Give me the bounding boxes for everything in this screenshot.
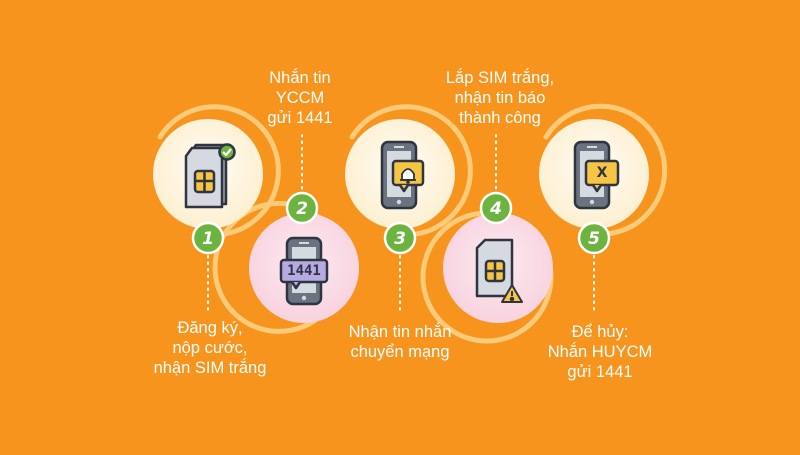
step-3-line-2: chuyển mạng: [350, 343, 450, 361]
step-2-description: Nhắn tin YCCM gửi 1441: [230, 68, 370, 128]
phone-cancel-icon: X: [573, 140, 620, 210]
phone-bell-icon: [380, 140, 425, 210]
step-number-1: 1: [202, 229, 214, 249]
step-1-description: Đăng ký, nộp cước, nhận SIM trắng: [130, 318, 290, 378]
step-2-line-3: gửi 1441: [267, 109, 333, 127]
step-5-line-1: Để hủy:: [571, 323, 629, 341]
badge-1: 1: [191, 221, 225, 255]
sim-card-warning-icon: [475, 238, 523, 303]
step-number-2: 2: [296, 199, 308, 219]
step-number-4: 4: [489, 199, 502, 219]
step-2-line-2: YCCM: [275, 89, 325, 107]
screen-label-x: X: [597, 165, 608, 181]
step-3-line-1: Nhận tin nhắn: [348, 323, 452, 341]
step-1-line-2: nộp cước,: [172, 339, 248, 357]
step-2-line-1: Nhắn tin: [269, 69, 331, 87]
badge-3: 3: [383, 221, 417, 255]
ring-5: [543, 103, 668, 237]
ring-3: [349, 104, 473, 238]
step-5-line-2: Nhắn HUYCM: [547, 343, 653, 361]
step-number-3: 3: [394, 229, 406, 249]
phone-1441-icon: 1441: [279, 236, 329, 306]
sim-card-check-icon: [184, 143, 236, 209]
connectors: [207, 134, 595, 315]
step-4-line-3: thành công: [459, 109, 541, 127]
step-5-line-3: gửi 1441: [567, 363, 633, 381]
step-5-description: Để hủy: Nhắn HUYCM gửi 1441: [520, 322, 680, 382]
step-number-5: 5: [588, 229, 600, 249]
screen-label-1441: 1441: [287, 263, 321, 279]
step-4-line-1: Lắp SIM trắng,: [445, 69, 555, 87]
step-1-line-1: Đăng ký,: [177, 319, 243, 337]
step-3-description: Nhận tin nhắn chuyển mạng: [320, 322, 480, 362]
badge-2: 2: [285, 191, 319, 225]
step-4-line-2: nhận tin báo: [454, 89, 546, 107]
badge-4: 4: [479, 191, 513, 225]
ring-4: [420, 210, 554, 344]
ring-1: [157, 104, 281, 238]
rings: [157, 103, 668, 344]
step-1-line-3: nhận SIM trắng: [153, 359, 267, 377]
badge-5: 5: [577, 221, 611, 255]
step-4-description: Lắp SIM trắng, nhận tin báo thành công: [420, 68, 580, 128]
